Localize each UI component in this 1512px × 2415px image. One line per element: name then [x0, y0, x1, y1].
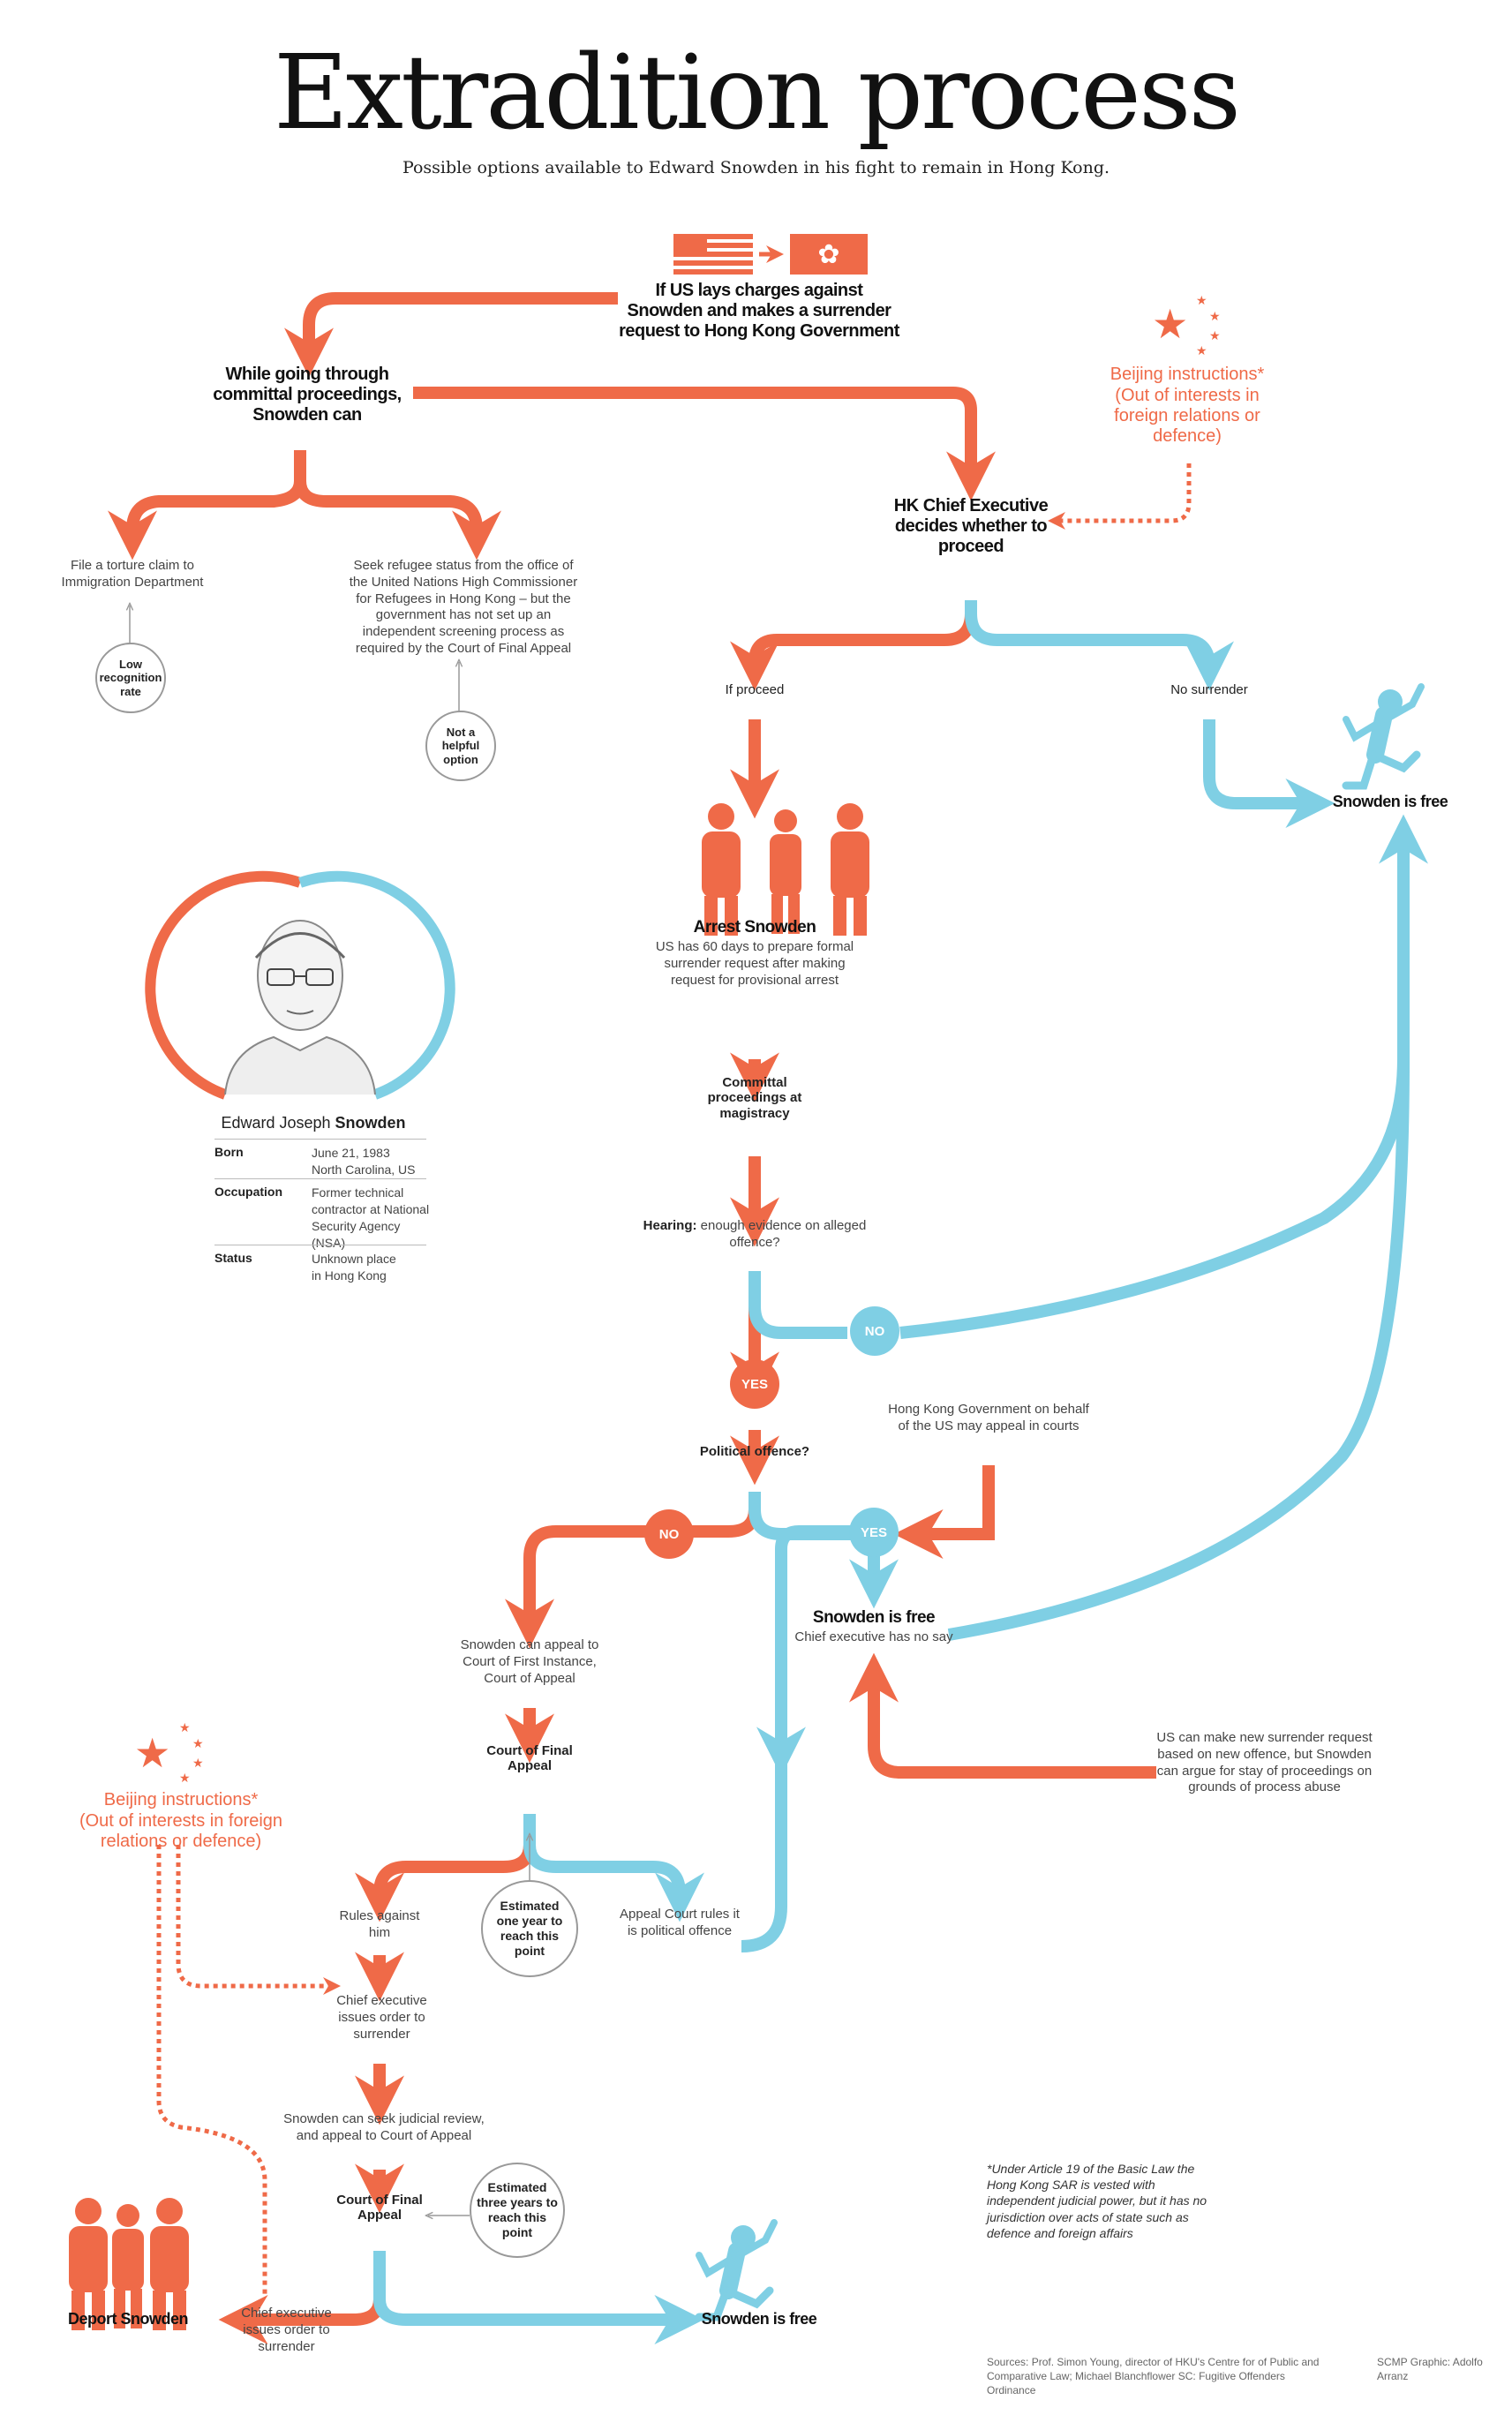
profile-row-status: Status Unknown place in Hong Kong — [214, 1245, 426, 1298]
node-us-new-request: US can make new surrender request based … — [1156, 1730, 1373, 1795]
node-torture-claim: File a torture claim to Immigration Depa… — [61, 558, 204, 590]
us-flag-icon — [673, 234, 753, 275]
node-committal-options: While going through committal proceeding… — [213, 365, 402, 425]
note-low-recognition: Low recognition rate — [95, 643, 166, 713]
svg-text:★: ★ — [192, 1737, 204, 1751]
note-three-years: Estimated three years to reach this poin… — [470, 2163, 565, 2258]
officers-arrest-icon — [702, 803, 869, 936]
svg-text:★: ★ — [1152, 300, 1188, 348]
profile-row-occupation: Occupation Former technical contractor a… — [214, 1178, 429, 1250]
svg-text:★: ★ — [1209, 329, 1221, 343]
beijing-instructions-left-title: Beijing instructions* — [103, 1790, 259, 1809]
svg-text:★: ★ — [179, 1772, 191, 1786]
node-free-bottom: Snowden is free — [701, 2310, 817, 2328]
running-snowden-icon — [1342, 683, 1425, 790]
profile-label: Status — [214, 1251, 252, 1265]
node-hk-appeal: Hong Kong Government on behalf of the US… — [888, 1402, 1089, 1433]
label-no-surrender: No surrender — [1170, 682, 1248, 697]
node-free-mid: Snowden is free — [812, 1608, 936, 1627]
badge-yes-political: YES — [849, 1508, 899, 1557]
beijing-dotted-lines — [156, 463, 1192, 2295]
sources: Sources: Prof. Simon Young, director of … — [987, 2356, 1320, 2397]
node-chief-order-1: Chief executive issues order to surrende… — [336, 1993, 427, 2042]
badge-yes-hearing: YES — [730, 1359, 779, 1409]
profile-name: Edward Joseph Snowden — [199, 1114, 428, 1132]
node-court-final-appeal-1: Court of Final Appeal — [486, 1743, 573, 1774]
svg-text:★: ★ — [1196, 294, 1207, 308]
hearing-label: Hearing: — [643, 1218, 697, 1233]
profile-row-born: Born June 21, 1983 North Carolina, US — [214, 1139, 426, 1192]
page-subtitle: Possible options available to Edward Sno… — [402, 158, 1110, 177]
node-free-top: Snowden is free — [1332, 793, 1448, 810]
hearing-question: enough evidence on alleged offence? — [700, 1218, 867, 1250]
profile-value: Former technical contractor at National … — [312, 1185, 430, 1250]
node-committal-magistracy: Committal proceedings at magistracy — [707, 1075, 802, 1121]
svg-text:★: ★ — [134, 1729, 170, 1777]
node-arrest-sub: US has 60 days to prepare formal surrend… — [655, 939, 854, 988]
profile-label: Born — [214, 1145, 244, 1159]
note-not-helpful: Not a helpful option — [425, 711, 496, 781]
snowden-portrait — [145, 870, 455, 1100]
profile-last-name: Snowden — [335, 1114, 406, 1132]
running-snowden-bottom-icon — [695, 2219, 778, 2321]
node-chief-executive: HK Chief Executive decides whether to pr… — [893, 496, 1049, 556]
credit: SCMP Graphic: Adolfo Arranz — [1377, 2356, 1483, 2383]
node-appeal-first-instance: Snowden can appeal to Court of First Ins… — [460, 1637, 599, 1686]
profile-label: Occupation — [214, 1185, 283, 1199]
node-judicial-review: Snowden can seek judicial review, and ap… — [283, 2111, 485, 2143]
profile-first-name: Edward Joseph — [221, 1114, 331, 1132]
orange-flow-lines — [108, 292, 1156, 2344]
officers-deport-icon — [69, 2198, 189, 2330]
node-free-mid-sub: Chief executive has no say — [794, 1629, 953, 1644]
node-arrest-title: Arrest Snowden — [693, 918, 816, 937]
svg-text:★: ★ — [179, 1721, 191, 1735]
beijing-instructions-left-sub: (Out of interests in foreign relations o… — [79, 1811, 283, 1851]
blue-flow-lines — [373, 600, 1428, 2344]
node-political-offence: Political offence? — [699, 1444, 810, 1459]
node-us-request: If US lays charges against Snowden and m… — [619, 281, 899, 341]
node-appeal-court-political: Appeal Court rules it is political offen… — [620, 1907, 740, 1938]
badge-no-political: NO — [644, 1509, 694, 1559]
profile-value: June 21, 1983 North Carolina, US — [312, 1146, 416, 1177]
beijing-instructions-top-title: Beijing instructions* — [1110, 365, 1265, 384]
badge-no-hearing: NO — [850, 1306, 899, 1356]
node-rules-against: Rules against him — [339, 1908, 420, 1940]
svg-text:★: ★ — [192, 1757, 204, 1771]
node-refugee-status: Seek refugee status from the office of t… — [349, 558, 578, 656]
node-hearing: Hearing: enough evidence on alleged offe… — [640, 1218, 869, 1252]
footnote: *Under Article 19 of the Basic Law the H… — [987, 2162, 1207, 2240]
node-court-final-appeal-2: Court of Final Appeal — [336, 2193, 423, 2223]
svg-text:★: ★ — [1196, 344, 1207, 358]
note-one-year: Estimated one year to reach this point — [481, 1880, 578, 1977]
svg-text:✿: ✿ — [817, 239, 839, 270]
node-deport: Deport Snowden — [68, 2310, 189, 2328]
profile-value: Unknown place in Hong Kong — [312, 1252, 396, 1283]
grey-pointer-arrows — [130, 606, 530, 2216]
page-title: Extradition process — [273, 34, 1241, 153]
svg-text:★: ★ — [1209, 310, 1221, 324]
hong-kong-flag-icon: ✿ — [790, 234, 868, 275]
china-stars-icon: ★ ★ ★ ★ ★ ★ ★ ★ ★ ★ — [134, 294, 1221, 1786]
beijing-instructions-top-sub: (Out of interests in foreign relations o… — [1114, 386, 1260, 446]
node-chief-order-2: Chief executive issues order to surrende… — [241, 2306, 332, 2354]
label-if-proceed: If proceed — [725, 682, 785, 697]
